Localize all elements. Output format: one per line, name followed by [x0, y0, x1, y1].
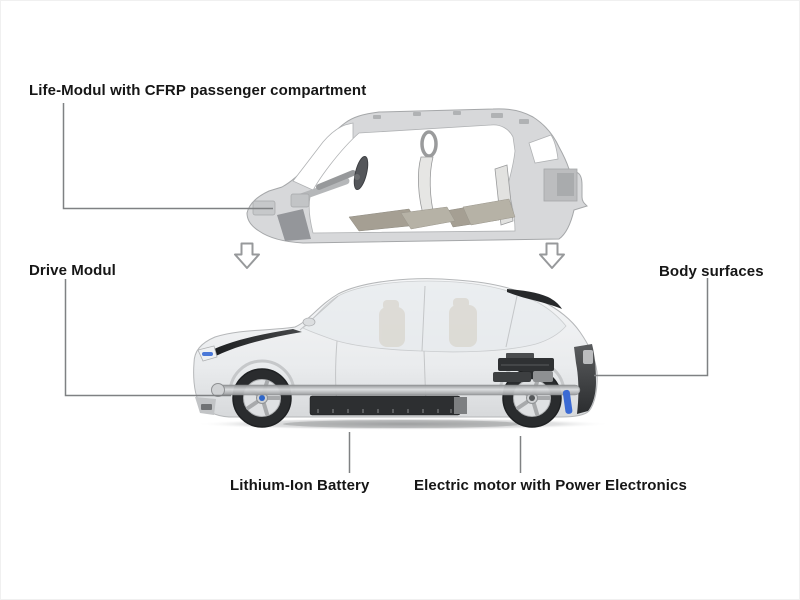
- frame-rear-seat-cushion: [462, 198, 516, 226]
- front-wheel-arch: [228, 359, 296, 394]
- power-electronics-block: [493, 372, 531, 382]
- frame-rear-panel-inset: [557, 173, 574, 196]
- frame-steering-hub: [354, 174, 360, 180]
- taillight: [583, 350, 593, 364]
- leader-lines: [62, 103, 709, 473]
- frame-roof-details: [373, 111, 529, 124]
- side-mirror: [302, 317, 316, 327]
- frame-front-headrest: [420, 130, 438, 158]
- label-electric-motor: Electric motor with Power Electronics: [414, 477, 687, 494]
- hood-dark-accent: [202, 329, 302, 357]
- vehicle-side-view-illustration: [193, 278, 611, 430]
- frame-steering-wheel: [353, 155, 369, 191]
- down-arrow-icon: [234, 242, 260, 269]
- frame-dash-box: [290, 193, 310, 208]
- label-drive-module: Drive Modul: [29, 262, 116, 279]
- frame-door-opening: [308, 124, 516, 234]
- label-battery: Lithium-Ion Battery: [230, 477, 370, 494]
- frame-front-seat-cushion: [400, 206, 456, 230]
- ground-shadow: [195, 418, 611, 430]
- car-greenhouse-glass: [302, 280, 567, 353]
- front-bumper-slot: [201, 404, 212, 410]
- motor-bracket: [533, 371, 553, 382]
- life-module-frame-illustration: [246, 108, 588, 244]
- battery-cell-ticks: [317, 409, 452, 413]
- leader-body-surfaces: [594, 278, 709, 377]
- leader-life-module: [62, 103, 273, 210]
- frame-steering-column: [316, 170, 356, 190]
- electric-motor-assembly: [493, 353, 554, 382]
- label-life-module: Life-Modul with CFRP passenger compartme…: [29, 82, 367, 99]
- rear-blue-accent: [562, 389, 573, 414]
- chassis-rail: [211, 384, 581, 396]
- label-body-surfaces: Body surfaces: [659, 263, 764, 280]
- down-arrow-icon: [539, 242, 565, 269]
- ground-shadow-core: [283, 420, 523, 428]
- rear-hub-cap: [529, 395, 535, 401]
- frame-rear-window-opening: [528, 134, 559, 164]
- headlamp-blue-accent: [202, 352, 213, 356]
- front-wheel: [232, 368, 292, 428]
- car-interior-seats: [379, 298, 477, 347]
- leader-drive-module: [64, 279, 231, 397]
- rear-spoiler-accent: [507, 289, 562, 309]
- front-hub-roundel: [259, 395, 265, 401]
- frame-front-wedge: [277, 209, 311, 241]
- battery-end-cap: [454, 397, 467, 414]
- chassis-rail-endcap: [211, 383, 225, 397]
